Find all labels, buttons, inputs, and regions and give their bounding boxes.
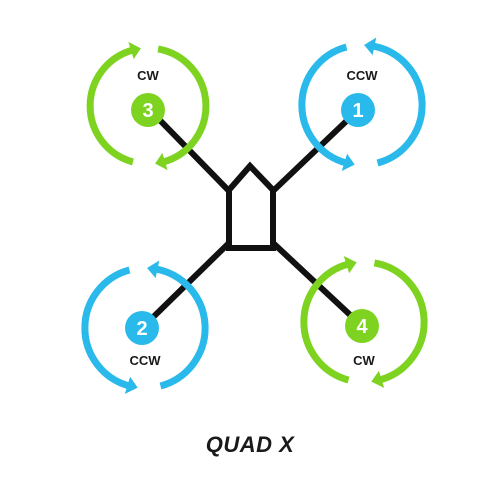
motor-1-rotation-ring [298,37,426,171]
motor-3-ring-arc [86,46,134,166]
motor-4-ring-arc [300,260,350,384]
motor-2-direction-label: CCW [129,353,161,368]
motor-2: 2 CCW [125,311,161,368]
motor-2-rotation-arrow-icon [124,376,138,394]
motor-3-rotation-ring [86,41,210,171]
motor-3-direction-label: CW [137,68,159,83]
motor-4-direction-label: CW [353,353,375,368]
motor-2-disc [125,311,159,345]
motor-1: 1 CCW [341,68,378,127]
motor-2-rotation-arrow-icon [147,260,160,279]
motor-1-ring-arc [371,42,426,167]
motor-1-number: 1 [352,100,363,122]
motor-4-number: 4 [356,316,368,338]
motor-4-rotation-arrow-icon [343,256,357,274]
motor-1-rotation-arrow-icon [341,153,355,171]
motor-3-rotation-arrow-icon [128,41,141,60]
motor-4-rotation-ring [300,256,428,388]
motor-2-number: 2 [136,318,147,340]
motor-1-ring-arc [298,43,348,167]
motor-3: 3 CW [131,68,165,127]
motor-4-rotation-arrow-icon [371,370,385,388]
motor-3-disc [131,93,165,127]
motor-3-ring-arc [157,45,210,166]
motor-1-rotation-arrow-icon [364,37,377,56]
motor-2-ring-arc [154,265,209,390]
motor-1-disc [341,93,375,127]
motor-1-direction-label: CCW [346,68,378,83]
motor-4: 4 CW [345,309,379,368]
diagram-title: QUAD X [205,432,295,457]
arm-motor-1 [269,107,361,195]
motor-3-rotation-arrow-icon [155,152,168,171]
motor-4-ring-arc [373,259,428,384]
motor-4-disc [345,309,379,343]
motor-2-rotation-ring [81,260,209,394]
motor-3-number: 3 [142,100,153,122]
frame-body [226,161,276,251]
motor-2-ring-arc [81,266,131,390]
